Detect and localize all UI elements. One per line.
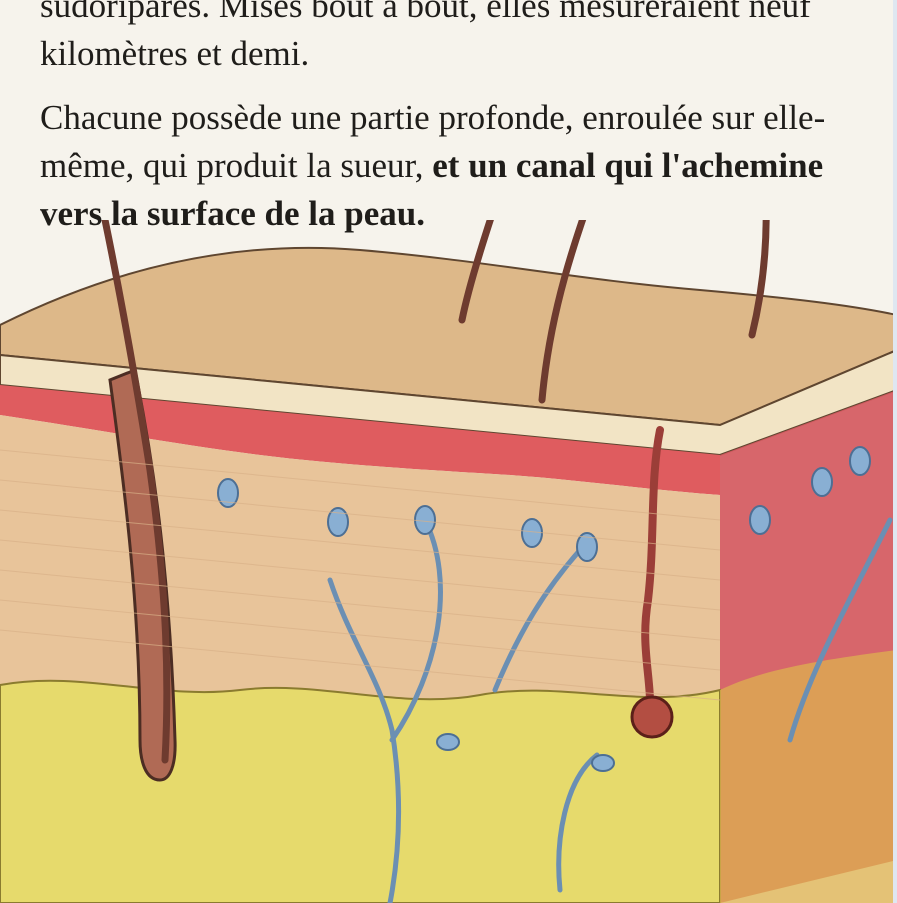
skin-cross-section-illustration bbox=[0, 220, 897, 903]
nerve-ending-7 bbox=[812, 468, 832, 496]
fat-layer bbox=[0, 681, 720, 903]
text-block: sudoripares. Mises bout à bout, elles me… bbox=[40, 0, 880, 254]
paragraph-1: sudoripares. Mises bout à bout, elles me… bbox=[40, 0, 880, 78]
nerve-ending-6 bbox=[750, 506, 770, 534]
paragraph-1-cut-line: sudoripares. Mises bout à bout, elles me… bbox=[40, 0, 880, 30]
nerve-ending-4 bbox=[522, 519, 542, 547]
nerve-ending-8 bbox=[850, 447, 870, 475]
nerve-ending-9 bbox=[437, 734, 459, 750]
nerve-ending-10 bbox=[592, 755, 614, 771]
nerve-ending-3 bbox=[415, 506, 435, 534]
paragraph-1-end: kilomètres et demi. bbox=[40, 34, 309, 73]
page-edge bbox=[893, 0, 897, 903]
paragraph-2: Chacune possède une partie profonde, enr… bbox=[40, 94, 880, 238]
sweat-gland bbox=[632, 697, 672, 737]
